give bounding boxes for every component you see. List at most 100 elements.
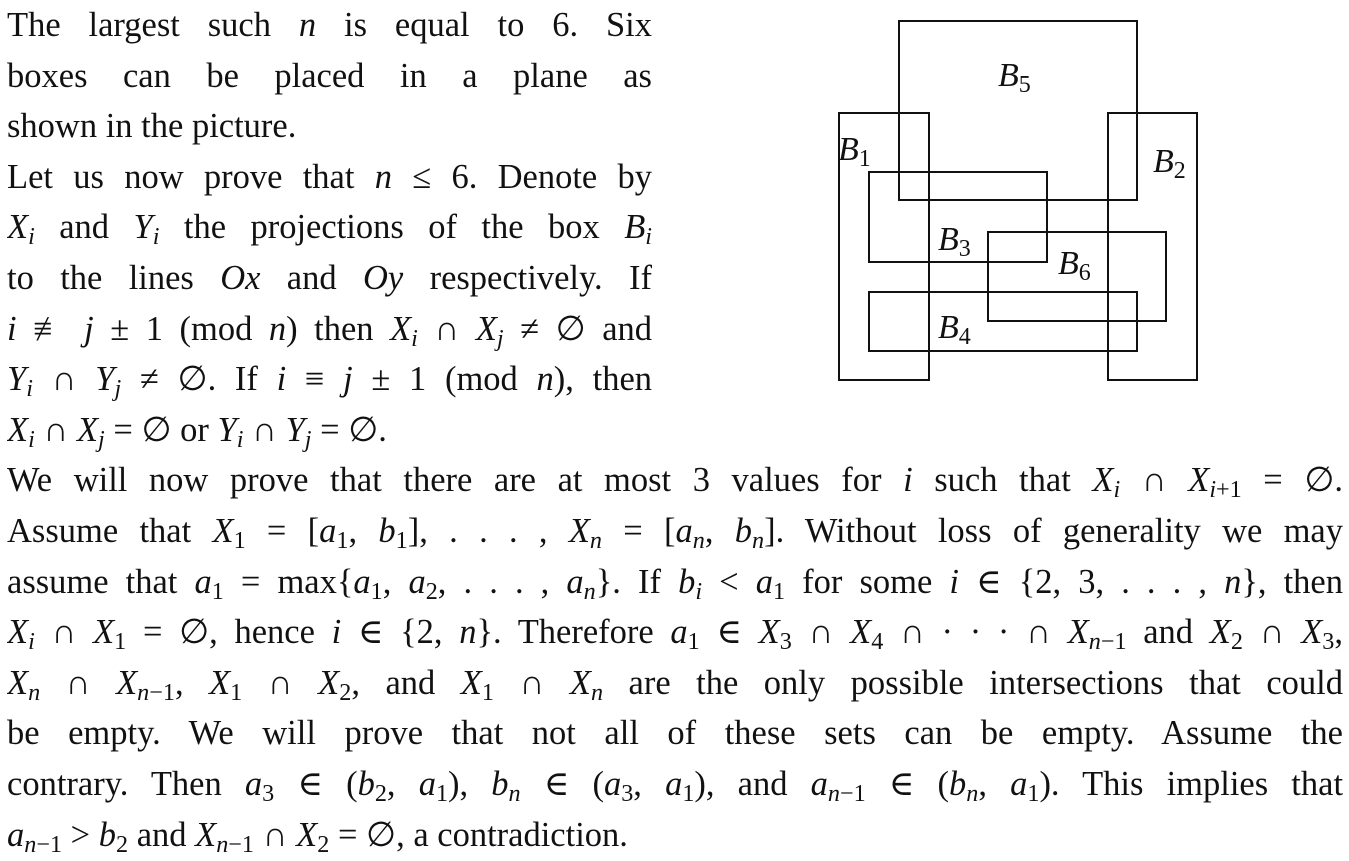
math-subscript: n−1 bbox=[1088, 628, 1127, 656]
math-variable: n bbox=[268, 309, 287, 348]
math-variable: a bbox=[418, 765, 436, 803]
math-variable: a bbox=[194, 562, 212, 601]
text-line: Assume that X1 = [a1, b1], . . . , Xn = … bbox=[7, 512, 1343, 555]
math-variable: a bbox=[319, 512, 337, 550]
text-line: The largest such n is equal to 6. Six bbox=[7, 6, 652, 44]
math-variable: n bbox=[459, 613, 477, 652]
label-b4: B4 bbox=[938, 309, 971, 350]
math-variable: X bbox=[93, 613, 115, 652]
math-variable: j bbox=[343, 360, 353, 399]
text-line: We will now prove that there are at most… bbox=[7, 461, 1343, 504]
math-variable: X bbox=[7, 613, 29, 652]
math-subscript: 2 bbox=[425, 577, 438, 605]
math-variable: i bbox=[7, 309, 17, 348]
math-subscript: 3 bbox=[779, 628, 792, 656]
math-subscript: n bbox=[583, 577, 596, 605]
math-subscript: i bbox=[28, 628, 35, 656]
math-subscript: j bbox=[114, 375, 122, 403]
math-subscript: n−1 bbox=[216, 830, 254, 858]
text-line: to the lines Ox and Oy respectively. If bbox=[7, 259, 652, 297]
math-variable: X bbox=[7, 410, 29, 449]
math-subscript: 1 bbox=[370, 577, 383, 605]
math-variable: i bbox=[276, 360, 287, 399]
math-variable: X bbox=[1067, 613, 1089, 652]
math-variable: Y bbox=[95, 360, 115, 399]
math-variable: X bbox=[1209, 613, 1231, 652]
box-b3 bbox=[868, 171, 1048, 263]
math-variable: n bbox=[536, 360, 554, 399]
text-line: Xi and Yi the projections of the box Bi bbox=[7, 208, 652, 251]
math-variable: X bbox=[850, 613, 872, 652]
math-variable: a bbox=[1010, 765, 1028, 803]
text-line: Let us now prove that n ≤ 6. Denote by bbox=[7, 157, 652, 196]
math-subscript: 3 bbox=[621, 780, 634, 808]
math-variable: b bbox=[491, 765, 509, 803]
box-b2 bbox=[1107, 112, 1198, 381]
math-variable: i bbox=[903, 461, 913, 500]
math-subscript: 4 bbox=[871, 628, 884, 656]
math-variable: X bbox=[1092, 461, 1114, 500]
math-variable: n bbox=[374, 157, 392, 196]
math-subscript: 1 bbox=[395, 527, 408, 555]
text-line: Xn ∩ Xn−1, X1 ∩ X2, and X1 ∩ Xn are the … bbox=[7, 663, 1343, 706]
math-subscript: i bbox=[695, 577, 703, 605]
math-subscript: 1 bbox=[687, 628, 700, 656]
math-variable: a bbox=[353, 562, 371, 601]
text-line: i ≢ j ± 1 (mod n) then Xi ∩ Xj ≠ ∅ and bbox=[7, 309, 652, 352]
math-variable: b bbox=[98, 815, 116, 854]
math-variable: Y bbox=[217, 410, 237, 449]
math-subscript: n bbox=[966, 780, 979, 808]
math-subscript: i bbox=[645, 223, 652, 251]
math-variable: a bbox=[810, 765, 828, 803]
math-variable: i bbox=[949, 562, 959, 601]
math-subscript: n bbox=[508, 780, 521, 808]
math-variable: b bbox=[378, 512, 396, 550]
math-subscript: n bbox=[590, 678, 604, 706]
math-subscript: 2 bbox=[1230, 628, 1243, 656]
math-subscript: 1 bbox=[336, 527, 349, 555]
math-subscript: i bbox=[411, 324, 418, 352]
math-subscript: i+1 bbox=[1209, 476, 1242, 504]
math-subscript: 2 bbox=[317, 830, 330, 858]
math-variable: a bbox=[603, 765, 622, 803]
math-subscript: 1 bbox=[233, 527, 246, 555]
math-variable: X bbox=[390, 309, 412, 348]
math-subscript: 3 bbox=[1322, 628, 1335, 656]
text-line: Xi ∩ Xj = ∅ or Yi ∩ Yj = ∅. bbox=[7, 410, 387, 453]
math-subscript: n bbox=[28, 678, 41, 706]
math-subscript: j bbox=[496, 324, 504, 352]
math-subscript: 3 bbox=[262, 780, 275, 808]
math-variable: X bbox=[460, 663, 482, 702]
text-line: contrary. Then a3 ∈ (b2, a1), bn ∈ (a3, … bbox=[7, 765, 1343, 808]
math-subscript: 2 bbox=[339, 678, 352, 706]
math-subscript: n bbox=[752, 527, 765, 555]
math-variable: b bbox=[357, 765, 375, 803]
math-variable: X bbox=[209, 663, 231, 702]
math-subscript: 1 bbox=[435, 780, 449, 808]
math-variable: b bbox=[678, 562, 696, 601]
math-subscript: 1 bbox=[1027, 780, 1040, 808]
math-variable: a bbox=[408, 562, 426, 601]
math-variable: X bbox=[296, 815, 318, 854]
math-variable: X bbox=[195, 815, 217, 854]
label-b3: B3 bbox=[938, 221, 971, 262]
math-subscript: i bbox=[1113, 476, 1121, 504]
math-subscript: i bbox=[152, 223, 160, 251]
math-variable: a bbox=[7, 815, 25, 854]
math-variable: a bbox=[755, 562, 773, 601]
math-variable: Y bbox=[285, 410, 305, 449]
math-variable: b bbox=[734, 512, 753, 550]
math-variable: X bbox=[76, 410, 99, 449]
math-subscript: j bbox=[98, 425, 105, 453]
math-subscript: i bbox=[28, 425, 35, 453]
math-variable: X bbox=[568, 512, 590, 550]
math-subscript: 1 bbox=[772, 577, 786, 605]
math-variable: n bbox=[298, 6, 317, 44]
math-subscript: 1 bbox=[211, 577, 224, 605]
math-variable: Ox bbox=[220, 259, 261, 297]
math-subscript: n−1 bbox=[827, 780, 866, 808]
math-variable: X bbox=[1301, 613, 1323, 652]
math-variable: a bbox=[670, 613, 688, 652]
box-b1 bbox=[838, 112, 930, 381]
text-line: shown in the picture. bbox=[7, 107, 297, 146]
